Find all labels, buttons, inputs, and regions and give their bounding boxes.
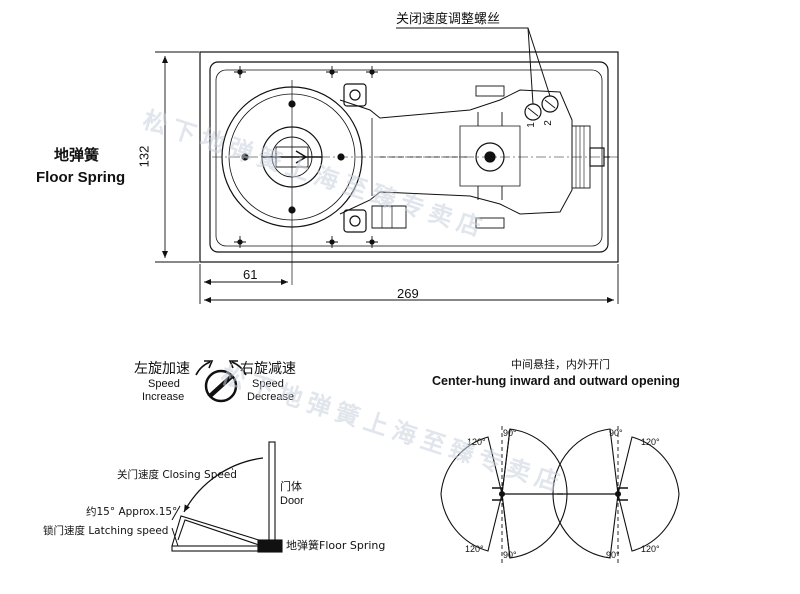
angle-120-bl: 120°	[465, 544, 484, 554]
door-panel	[268, 441, 276, 549]
angle-90-bl: 90°	[503, 550, 517, 560]
opening-swing-diagram	[440, 426, 680, 566]
mounting-screws	[234, 66, 378, 248]
dim-offset-label: 61	[243, 267, 258, 282]
dim-height-label: 132	[136, 145, 152, 168]
closing-speed-diagram	[171, 441, 283, 553]
product-name-en: Floor Spring	[36, 169, 126, 186]
cover-plate	[215, 69, 603, 247]
speed-right-en-1: Speed	[252, 378, 284, 390]
door-label-cn: 门体	[280, 480, 302, 493]
approx-15-label: 约15° Approx.15°	[86, 506, 178, 518]
speed-adjust-dial	[195, 360, 247, 403]
angle-120-br: 120°	[641, 544, 660, 554]
latching-speed-label: 锁门速度 Latching speed	[43, 525, 169, 537]
dimension-lines	[155, 51, 619, 304]
screw-1-label: 1	[525, 122, 537, 128]
opening-title-cn: 中间悬挂，内外开门	[511, 358, 610, 371]
angle-120-tr: 120°	[641, 437, 660, 447]
angle-90-tr: 90°	[609, 428, 623, 438]
floor-spring-top-view	[199, 51, 619, 285]
speed-left-cn: 左旋加速	[134, 361, 190, 377]
closing-speed-label: 关门速度 Closing Speed	[117, 469, 237, 481]
adjust-dial-icon	[204, 369, 238, 403]
angle-90-br: 90°	[606, 550, 620, 560]
adjustment-screws	[524, 95, 559, 121]
floor-spring-small-label: 地弹簧Floor Spring	[286, 539, 386, 552]
speed-right-cn: 右旋减速	[240, 361, 296, 377]
angle-90-tl: 90°	[503, 428, 517, 438]
right-door-swing	[552, 426, 680, 566]
angle-120-tl: 120°	[467, 437, 486, 447]
product-name-cn: 地弹簧	[54, 146, 100, 164]
speed-left-en-2: Increase	[142, 391, 185, 403]
door-label-en: Door	[280, 495, 304, 507]
screw-callout-label: 关闭速度调整螺丝	[396, 12, 501, 27]
screw-2-label: 2	[542, 120, 554, 126]
dim-length-label: 269	[397, 286, 419, 301]
screw-callout-leaders	[396, 27, 551, 105]
opening-title-en: Center-hung inward and outward opening	[432, 374, 680, 388]
speed-left-en-1: Speed	[148, 378, 180, 390]
speed-right-en-2: Decrease	[247, 391, 295, 403]
